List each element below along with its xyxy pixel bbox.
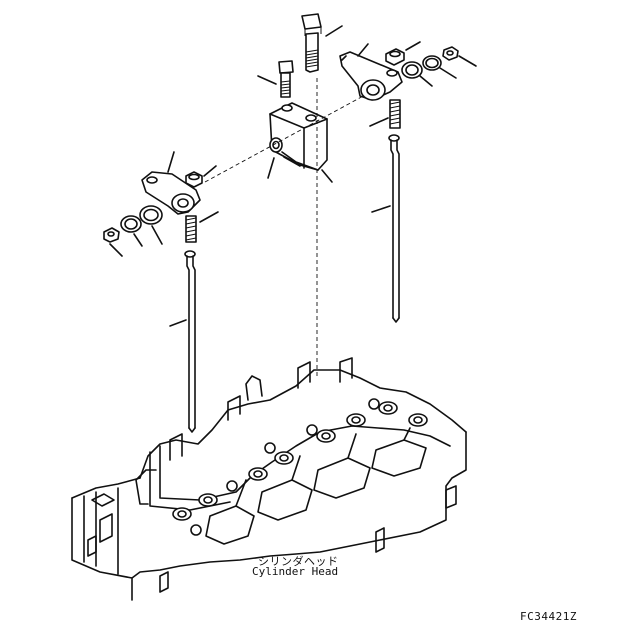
leader-shaft	[267, 157, 275, 179]
rocker-shaft-support	[269, 102, 328, 171]
leader-rocker-right	[357, 43, 369, 57]
push-rod-left	[184, 250, 196, 433]
cylinder-head-label-jp: シリンダヘッド	[258, 555, 339, 568]
adjusting-screw-left	[185, 215, 197, 243]
leader-adj-right	[369, 117, 389, 127]
cylinder-head-label-en: Cylinder Head	[252, 565, 339, 578]
leader-l-washer2	[133, 233, 143, 247]
right-nut-washer-set	[385, 46, 459, 79]
leader-pushrod-left	[169, 319, 187, 327]
leader-r-nut2	[458, 55, 477, 67]
left-nut	[185, 171, 203, 188]
leader-rocker-left	[167, 151, 175, 173]
adjusting-screw-right	[389, 99, 401, 129]
rocker-arm-left	[141, 171, 201, 215]
leader-l-washer1	[151, 225, 163, 245]
short-bolt	[278, 60, 294, 98]
leader-left-nut	[203, 165, 217, 177]
drawing-code: FC34421Z	[520, 610, 577, 623]
leader-l-nut2	[109, 243, 123, 257]
leader-adj-left	[199, 211, 219, 223]
leader-r-washer2	[439, 67, 457, 79]
axis-line-shaft	[204, 87, 379, 183]
leader-r-washer1	[419, 75, 433, 87]
long-bolt	[301, 13, 322, 73]
leader-pushrod-right	[371, 205, 391, 213]
left-washer-set	[103, 205, 163, 243]
leader-support	[321, 169, 333, 183]
push-rod-right	[388, 134, 400, 323]
rocker-arm-right	[339, 51, 403, 101]
cylinder-head	[71, 357, 467, 601]
leader-short-bolt	[257, 75, 277, 85]
leader-r-nut	[405, 41, 421, 51]
leader-long-bolt	[325, 25, 343, 37]
